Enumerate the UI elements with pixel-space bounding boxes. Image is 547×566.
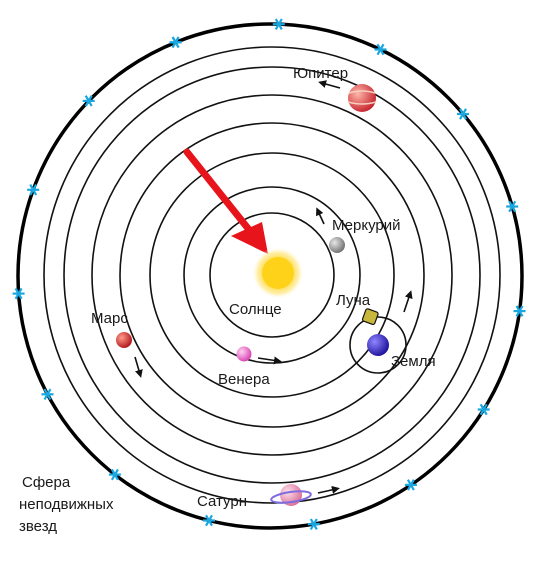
jupiter-planet	[347, 84, 377, 112]
orbit-4	[119, 122, 425, 428]
moon-body	[361, 308, 379, 326]
mercury-planet	[329, 237, 345, 253]
orbit-direction-arrow-icon	[257, 356, 282, 365]
orbits	[43, 46, 501, 504]
orbit-6	[63, 66, 481, 484]
moon-label: Луна	[336, 292, 371, 309]
pointer-arrow-icon	[183, 148, 268, 254]
mercury-label: Меркурий	[332, 217, 401, 234]
moon-orbit	[349, 316, 407, 374]
mars-label: Марс	[91, 310, 128, 327]
star-icon	[306, 517, 321, 531]
orbit-2	[183, 186, 361, 364]
sun-icon	[252, 247, 304, 299]
mars-planet	[116, 332, 132, 348]
star-icon	[201, 514, 217, 527]
venus-label: Венера	[218, 371, 270, 388]
orbit-direction-arrow-icon	[318, 80, 341, 89]
saturn-label: Сатурн	[197, 493, 247, 510]
orbit-direction-arrow-icon	[317, 485, 340, 494]
orbit-direction-arrow-icon	[134, 356, 143, 378]
earth-planet	[367, 334, 389, 356]
fixed-stars-sphere	[16, 22, 524, 530]
orbit-7	[43, 46, 501, 504]
jupiter-label: Юпитер	[293, 65, 348, 82]
sphere-label-line1: Сфера	[22, 474, 71, 491]
star-icon	[271, 17, 286, 31]
orbit-1	[209, 212, 335, 338]
sun-label: Солнце	[229, 301, 282, 318]
sphere-label-line2: неподвижных	[19, 496, 114, 513]
orbit-5	[91, 94, 453, 456]
orbit-direction-arrow-icon	[403, 290, 413, 313]
sphere-label-line3: звезд	[19, 518, 57, 535]
earth-label: Земля	[391, 353, 436, 370]
orbit-3	[149, 152, 395, 398]
orbit-direction-arrow-icon	[316, 207, 325, 225]
venus-planet	[236, 346, 252, 362]
saturn-planet	[270, 484, 312, 506]
